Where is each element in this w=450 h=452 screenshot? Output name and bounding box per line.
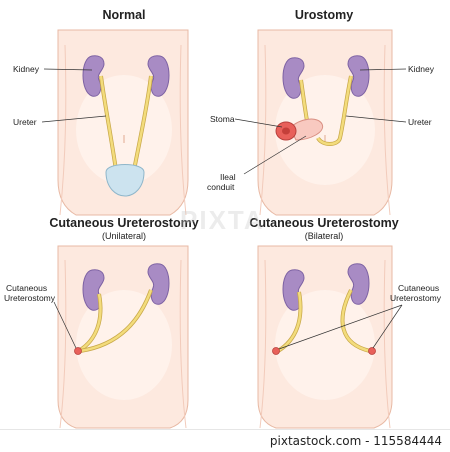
normal-kidney-label: Kidney xyxy=(13,64,39,74)
bilateral-kidney-right xyxy=(347,263,370,305)
stoma xyxy=(275,121,297,141)
normal-ureter-pointer xyxy=(41,115,107,123)
urostomy-title: Urostomy xyxy=(294,8,354,22)
urostomy-ureter-label: Ureter xyxy=(408,117,432,127)
normal-kidney-left xyxy=(82,55,105,97)
normal-kidney-right xyxy=(147,55,170,97)
ileal-conduit-pointer xyxy=(243,135,307,175)
unilateral-ureters xyxy=(78,289,153,353)
stoma-pointer xyxy=(234,118,283,128)
urostomy-kidney-label: Kidney xyxy=(408,64,434,74)
normal-ureters xyxy=(99,75,153,171)
bilateral-pointer-left xyxy=(278,304,403,350)
stoma-label: Stoma xyxy=(210,114,235,124)
bilateral-subtitle: (Bilateral) xyxy=(304,231,344,241)
unilateral-title: Cutaneous Ureterostomy xyxy=(49,216,199,230)
unilateral-label-line2: Ureterostomy xyxy=(4,293,56,303)
unilateral-torso xyxy=(57,245,189,429)
bilateral-stoma-right xyxy=(368,347,376,355)
normal-bladder xyxy=(105,164,145,197)
urostomy-kidney-right xyxy=(347,55,370,97)
normal-title: Normal xyxy=(102,8,146,22)
bilateral-pointer-right xyxy=(372,304,403,349)
bilateral-ureters xyxy=(276,289,371,353)
unilateral-stoma xyxy=(74,347,82,355)
ileal-conduit xyxy=(289,118,324,141)
bilateral-torso xyxy=(257,245,393,429)
urostomy-kidney-left xyxy=(282,57,305,99)
urostomy-torso xyxy=(257,29,393,216)
bilateral-stoma-left xyxy=(272,347,280,355)
stock-footer: pixtastock.com - 115584444 xyxy=(0,429,450,452)
unilateral-label-line1: Cutaneous xyxy=(6,283,48,293)
unilateral-subtitle: (Unilateral) xyxy=(101,231,146,241)
stock-id: pixtastock.com - 115584444 xyxy=(269,434,442,448)
ileal-label-line1: Ileal xyxy=(220,172,236,182)
watermark: PIXTA xyxy=(180,205,265,235)
normal-ureter-label: Ureter xyxy=(13,117,37,127)
unilateral-kidney-right xyxy=(147,263,170,305)
bilateral-label-line1: Cutaneous xyxy=(398,283,440,293)
ileal-label-line2: conduit xyxy=(207,182,235,192)
normal-kidney-pointer xyxy=(43,68,93,71)
unilateral-pointer xyxy=(53,301,77,349)
bilateral-title: Cutaneous Ureterostomy xyxy=(249,216,399,230)
bilateral-label-line2: Ureterostomy xyxy=(390,293,442,303)
urostomy-kidney-pointer xyxy=(359,68,407,71)
urostomy-ureter-pointer xyxy=(345,115,407,123)
